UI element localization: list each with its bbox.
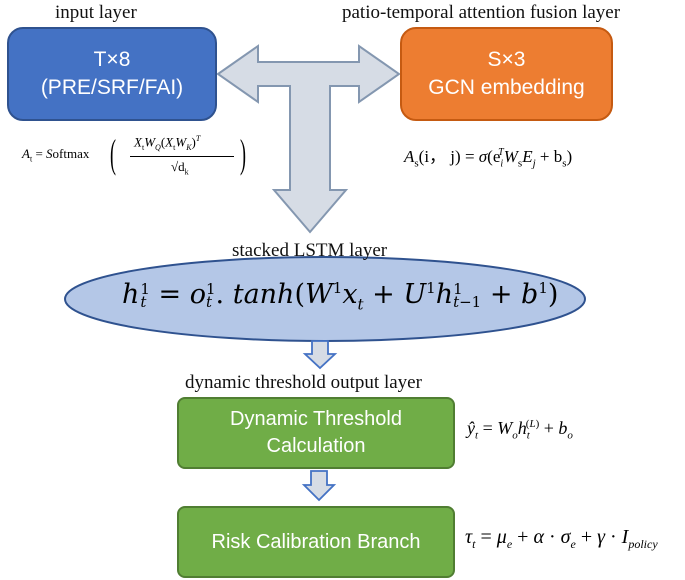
input-layer-line2: (PRE/SRF/FAI): [40, 76, 184, 99]
lstm-layer-title: stacked LSTM layer: [232, 240, 388, 261]
down-arrow-2: [301, 470, 337, 502]
dynamic-threshold-line2: Calculation: [266, 435, 366, 457]
dynamic-threshold-line1: Dynamic Threshold: [230, 408, 402, 430]
input-layer-title: input layer: [55, 2, 137, 23]
fusion-layer-line2: GCN embedding: [428, 76, 585, 99]
spatial-formula: As(i， j) = σ(eiTWsEj + bs): [404, 147, 573, 170]
risk-calibration-label: Risk Calibration Branch: [211, 530, 421, 553]
t-junction-arrow: [216, 44, 401, 234]
input-layer-line1: T×8: [93, 48, 131, 71]
down-arrow-1: [302, 340, 338, 370]
dynamic-threshold-box: Dynamic Threshold Calculation: [177, 397, 455, 469]
threshold-formula: ŷt = Woht(L) + bo: [467, 418, 573, 442]
output-layer-title: dynamic threshold output layer: [185, 372, 422, 393]
risk-calibration-box: Risk Calibration Branch: [177, 506, 455, 578]
fusion-layer-title: patio-temporal attention fusion layer: [342, 2, 621, 23]
input-layer-box: T×8 (PRE/SRF/FAI): [7, 27, 217, 121]
fusion-layer-line1: S×3: [487, 48, 526, 71]
calibration-formula: τt = μe + α · σe + γ · Ipolicy: [465, 526, 658, 551]
fusion-layer-box: S×3 GCN embedding: [400, 27, 613, 121]
